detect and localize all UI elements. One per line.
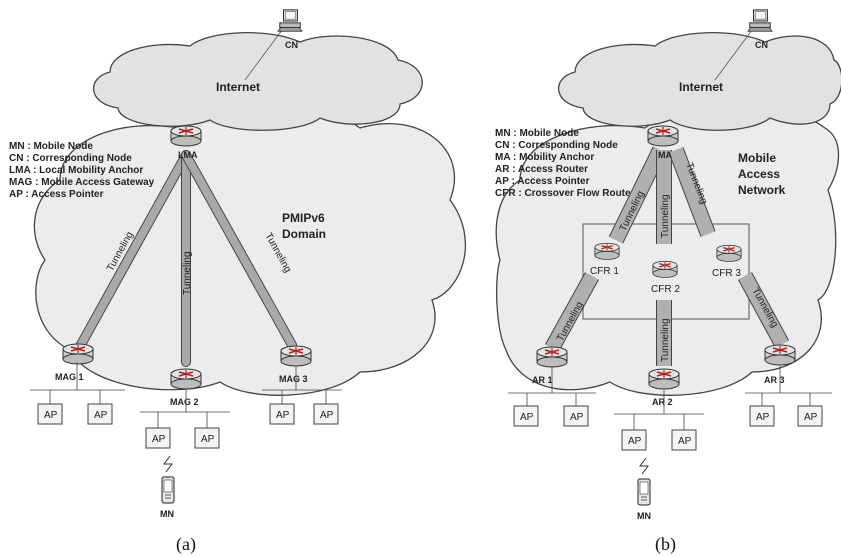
ar3-label: AR 3 xyxy=(764,375,785,385)
mag1-router-icon xyxy=(62,343,94,365)
mag3-bus xyxy=(262,366,342,404)
network-label-1: Mobile xyxy=(738,151,776,165)
cn-computer-icon xyxy=(747,9,773,32)
mag2-router-icon xyxy=(170,368,202,390)
lma-router-icon xyxy=(170,125,202,147)
cn-label: CN xyxy=(755,40,768,50)
mag3-router-icon xyxy=(280,345,312,367)
tunnel-label: Tunneling xyxy=(660,194,671,238)
pmipv6-domain-cloud xyxy=(33,104,466,396)
ap-label: AP xyxy=(320,410,334,421)
mag3-label: MAG 3 xyxy=(279,374,308,384)
legend-item: CN : Corresponding Node xyxy=(495,140,618,151)
cfr3-label: CFR 3 xyxy=(712,268,741,279)
ap-box xyxy=(87,403,113,425)
legend-item: MN : Mobile Node xyxy=(9,141,93,152)
ap-label: AP xyxy=(44,410,58,421)
ap-label: AP xyxy=(94,410,108,421)
ap-label: AP xyxy=(756,412,770,423)
mn-phone-icon xyxy=(637,478,651,506)
legend-item: CFR : Crossover Flow Router xyxy=(495,188,635,199)
ar2-router-icon xyxy=(648,368,680,390)
wireless-signal-icon xyxy=(163,455,173,473)
domain-label-1: PMIPv6 xyxy=(282,211,325,225)
mag2-label: MAG 2 xyxy=(170,397,199,407)
cfr1-label: CFR 1 xyxy=(590,266,619,277)
ap-box xyxy=(749,405,775,427)
caption-b: (b) xyxy=(655,534,676,555)
legend-item: CN : Corresponding Node xyxy=(9,153,132,164)
legend-item: AR : Access Router xyxy=(495,164,588,175)
tunnel-label: Tunneling xyxy=(660,318,671,362)
ar2-bus xyxy=(614,390,704,430)
ap-label: AP xyxy=(520,412,534,423)
network-label-2: Access xyxy=(738,167,780,181)
wireless-signal-icon xyxy=(639,457,649,475)
ap-box xyxy=(313,403,339,425)
mag1-bus xyxy=(30,362,125,404)
ar3-router-icon xyxy=(764,344,796,366)
internet-cloud xyxy=(93,31,423,131)
ap-label: AP xyxy=(628,436,642,447)
ar3-bus xyxy=(745,366,832,406)
panel-a: Internet CN MN : Mobile Node CN : Corres… xyxy=(9,9,466,555)
ap-box xyxy=(621,429,647,451)
ap-box xyxy=(671,429,697,451)
mag1-label: MAG 1 xyxy=(55,372,84,382)
cn-link xyxy=(714,25,756,81)
mag2-bus xyxy=(140,390,230,428)
internet-label: Internet xyxy=(216,80,260,94)
caption-a: (a) xyxy=(176,534,196,555)
legend-b: MN : Mobile Node CN : Corresponding Node… xyxy=(495,128,635,199)
network-label-3: Network xyxy=(738,183,786,197)
mn-label: MN xyxy=(637,511,651,521)
tunnel-cfr2-ar2: Tunneling xyxy=(656,300,672,366)
ap-label: AP xyxy=(152,434,166,445)
tunnel-label: Tunneling xyxy=(182,251,193,295)
ap-label: AP xyxy=(570,412,584,423)
ma-label: MA xyxy=(658,150,672,160)
ap-label: AP xyxy=(276,410,290,421)
ap-box xyxy=(269,403,295,425)
ap-label: AP xyxy=(804,412,818,423)
ar2-label: AR 2 xyxy=(652,397,673,407)
ar1-router-icon xyxy=(536,346,568,368)
ap-box xyxy=(513,405,539,427)
cfr2-router-icon xyxy=(652,260,678,279)
cfr3-router-icon xyxy=(716,244,742,263)
domain-label-2: Domain xyxy=(282,227,326,241)
cn-computer-icon xyxy=(277,9,303,32)
ap-box xyxy=(37,403,63,425)
ap-box xyxy=(797,405,823,427)
legend-item: MAG : Mobile Access Gateway xyxy=(9,177,155,188)
lma-label: LMA xyxy=(178,150,198,160)
ma-router-icon xyxy=(647,125,679,147)
ap-label: AP xyxy=(201,434,215,445)
internet-label: Internet xyxy=(679,80,723,94)
mn-phone-icon xyxy=(161,476,175,504)
internet-cloud xyxy=(558,31,841,131)
ar1-bus xyxy=(508,366,596,406)
ap-box xyxy=(194,427,220,449)
ar1-label: AR 1 xyxy=(532,375,553,385)
tunnel-ma-cfr2: Tunneling xyxy=(656,150,672,244)
legend-item: MA : Mobility Anchor xyxy=(495,152,594,163)
legend-item: MN : Mobile Node xyxy=(495,128,579,139)
ap-box xyxy=(145,427,171,449)
legend-a: MN : Mobile Node CN : Corresponding Node… xyxy=(9,141,155,200)
cn-link xyxy=(244,25,286,81)
legend-item: LMA : Local Mobility Anchor xyxy=(9,165,143,176)
mn-label: MN xyxy=(160,509,174,519)
legend-item: AP : Access Pointer xyxy=(495,176,590,187)
cfr2-label: CFR 2 xyxy=(651,284,680,295)
tunnel-lma-mag2: Tunneling xyxy=(181,150,193,367)
legend-item: AP : Access Pointer xyxy=(9,189,104,200)
cn-label: CN xyxy=(285,40,298,50)
cfr1-router-icon xyxy=(594,242,620,261)
ap-box xyxy=(563,405,589,427)
panel-b: Internet CN MN : Mobile Node CN : Corres… xyxy=(495,9,841,555)
ap-label: AP xyxy=(678,436,692,447)
